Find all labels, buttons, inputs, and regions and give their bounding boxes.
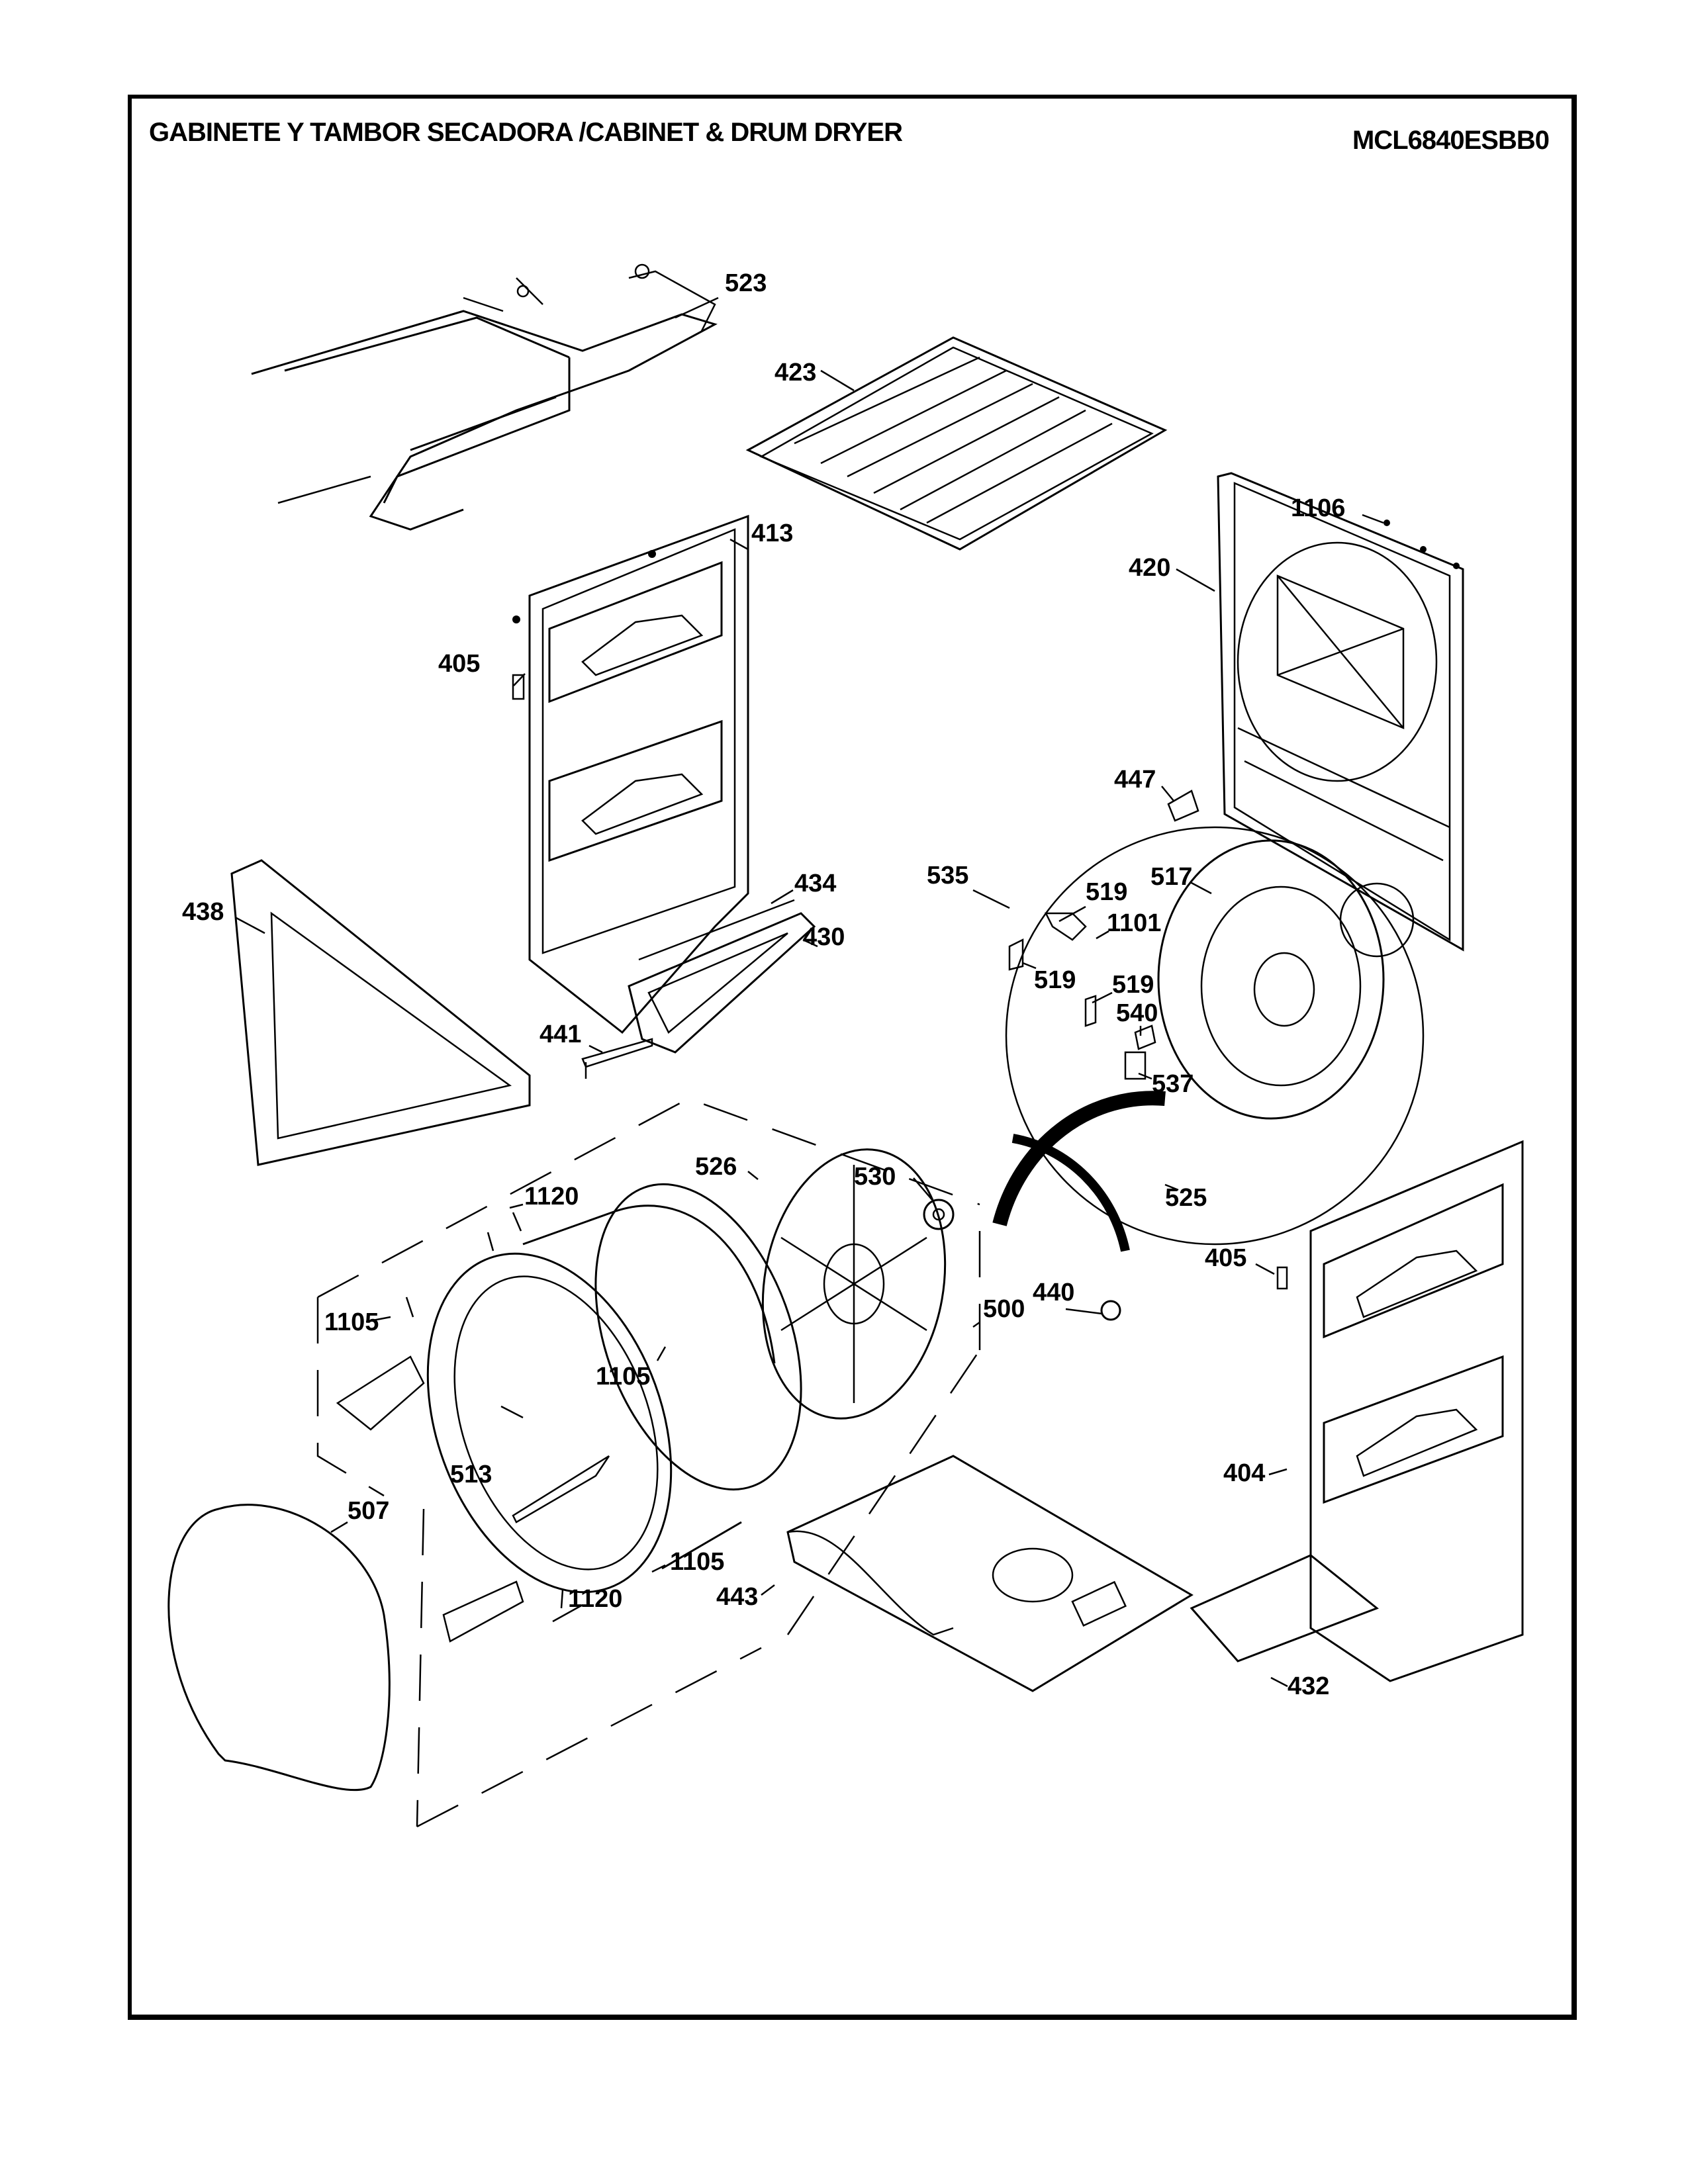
part-hinge-405-right[interactable] xyxy=(1276,1266,1288,1290)
callout-447: 447 xyxy=(1114,766,1156,794)
part-screws-1106[interactable] xyxy=(1383,520,1460,569)
callout-441: 441 xyxy=(539,1021,581,1048)
callout-1105: 1105 xyxy=(670,1548,724,1576)
part-drum-back-526[interactable] xyxy=(742,1135,965,1433)
callout-438: 438 xyxy=(182,898,224,926)
model-number: MCL6840ESBB0 xyxy=(1352,126,1550,155)
part-bearing-530[interactable] xyxy=(923,1199,955,1230)
callout-404: 404 xyxy=(1223,1459,1265,1487)
leader-lines xyxy=(236,296,1384,1688)
part-front-seal-507[interactable] xyxy=(167,1504,391,1792)
part-toe-kick-432[interactable] xyxy=(1190,1554,1379,1662)
part-screw[interactable] xyxy=(512,615,520,623)
callout-405: 405 xyxy=(438,650,480,678)
callout-430: 430 xyxy=(803,923,845,951)
callout-540: 540 xyxy=(1116,999,1158,1027)
part-screws-1120-1105[interactable] xyxy=(405,1212,564,1609)
callout-535: 535 xyxy=(927,862,968,889)
callout-443: 443 xyxy=(716,1583,758,1611)
callout-440: 440 xyxy=(1033,1279,1074,1306)
callout-1106: 1106 xyxy=(1291,494,1345,522)
part-right-side-panel[interactable] xyxy=(1309,1140,1524,1682)
callout-1120: 1120 xyxy=(568,1585,622,1613)
callout-434: 434 xyxy=(794,870,836,897)
callout-519: 519 xyxy=(1112,971,1154,999)
callout-500: 500 xyxy=(983,1295,1025,1323)
part-drum[interactable] xyxy=(384,1156,840,1627)
part-sensor-537-540[interactable] xyxy=(1124,1024,1156,1080)
part-base-443[interactable] xyxy=(786,1455,1194,1692)
part-baffles-513[interactable] xyxy=(336,1355,610,1643)
callout-526: 526 xyxy=(695,1153,737,1181)
callout-1105: 1105 xyxy=(324,1308,379,1336)
part-felt-seal-525[interactable] xyxy=(992,1091,1166,1252)
callout-1105: 1105 xyxy=(596,1363,650,1390)
diagram-title: GABINETE Y TAMBOR SECADORA /CABINET & DR… xyxy=(149,118,903,147)
part-rear-panel[interactable] xyxy=(1217,472,1464,958)
callout-519: 519 xyxy=(1086,878,1127,906)
callout-523: 523 xyxy=(725,269,767,297)
part-hinge-405-left[interactable] xyxy=(512,674,525,700)
part-bracket-447[interactable] xyxy=(1167,790,1199,822)
callout-420: 420 xyxy=(1129,554,1170,582)
callout-517: 517 xyxy=(1150,863,1192,891)
part-top-panel[interactable] xyxy=(745,336,1168,551)
callout-labels: 523 423 1106 413 420 405 447 535 519 517… xyxy=(182,269,1345,1700)
part-wire-harness[interactable] xyxy=(251,263,718,531)
part-front-frame-430[interactable] xyxy=(628,912,816,1054)
callout-1101: 1101 xyxy=(1107,909,1161,937)
part-left-side-panel[interactable] xyxy=(528,514,749,1034)
part-440[interactable] xyxy=(1100,1300,1121,1321)
part-clips-519[interactable] xyxy=(1008,912,1097,1027)
callout-519: 519 xyxy=(1034,966,1076,994)
callout-537: 537 xyxy=(1152,1070,1194,1098)
callout-405: 405 xyxy=(1205,1244,1246,1272)
detail-circle-535 xyxy=(1005,826,1425,1246)
callout-1120: 1120 xyxy=(524,1183,579,1210)
part-strip-434[interactable] xyxy=(638,899,795,961)
drawing-border xyxy=(128,95,1577,2020)
callout-525: 525 xyxy=(1165,1184,1207,1212)
part-bulkhead-517[interactable] xyxy=(1157,839,1385,1120)
callout-432: 432 xyxy=(1288,1672,1329,1700)
part-bracket-441[interactable] xyxy=(581,1038,653,1079)
callout-413: 413 xyxy=(751,520,793,547)
callout-423: 423 xyxy=(774,359,816,387)
callout-513: 513 xyxy=(450,1461,492,1488)
drum-assembly-outline-500 xyxy=(316,1097,981,1828)
part-front-panel[interactable] xyxy=(230,859,531,1166)
callout-530: 530 xyxy=(854,1163,896,1191)
callout-507: 507 xyxy=(348,1497,389,1525)
